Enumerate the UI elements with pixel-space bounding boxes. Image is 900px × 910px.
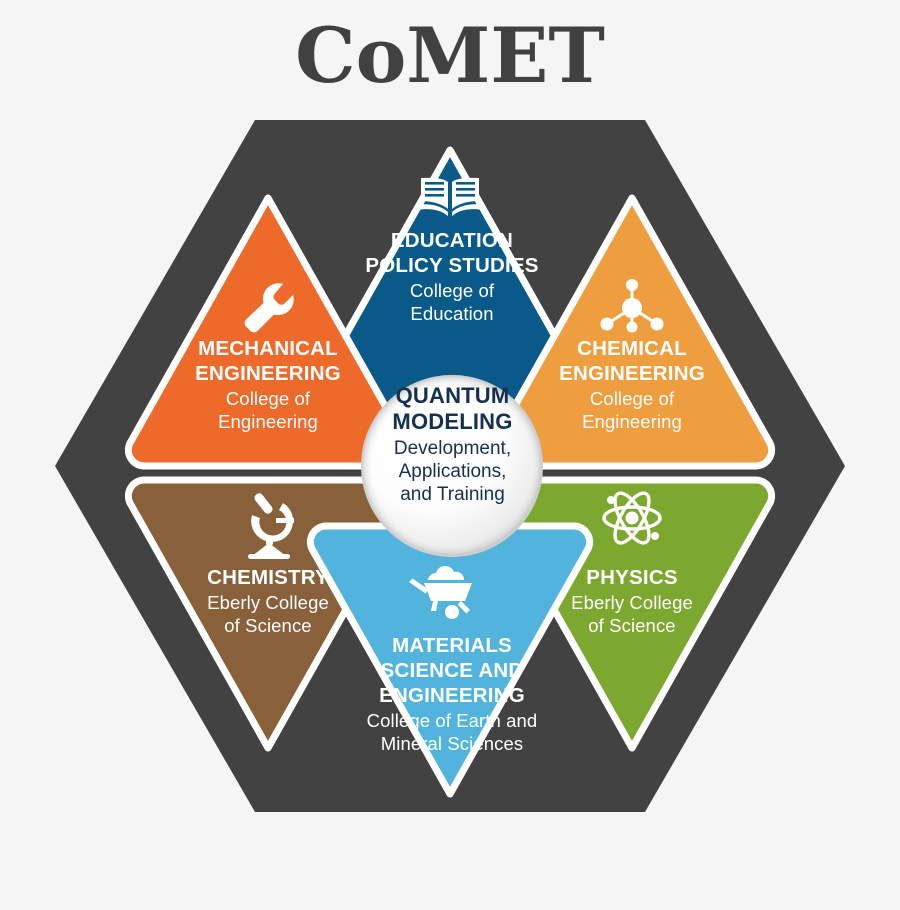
atom-icon xyxy=(602,491,662,545)
segment-materials-science-and-engineering[interactable] xyxy=(306,522,594,798)
wheelbarrow-icon xyxy=(409,565,472,619)
open-book-icon xyxy=(417,177,483,216)
microscope-icon xyxy=(248,493,294,559)
molecule-icon xyxy=(600,279,664,333)
center-sphere[interactable] xyxy=(361,375,543,557)
wrench-icon xyxy=(244,283,294,333)
segment-shape-materials-science-and-engineering xyxy=(306,522,594,798)
page-title: CoMET xyxy=(295,11,605,100)
